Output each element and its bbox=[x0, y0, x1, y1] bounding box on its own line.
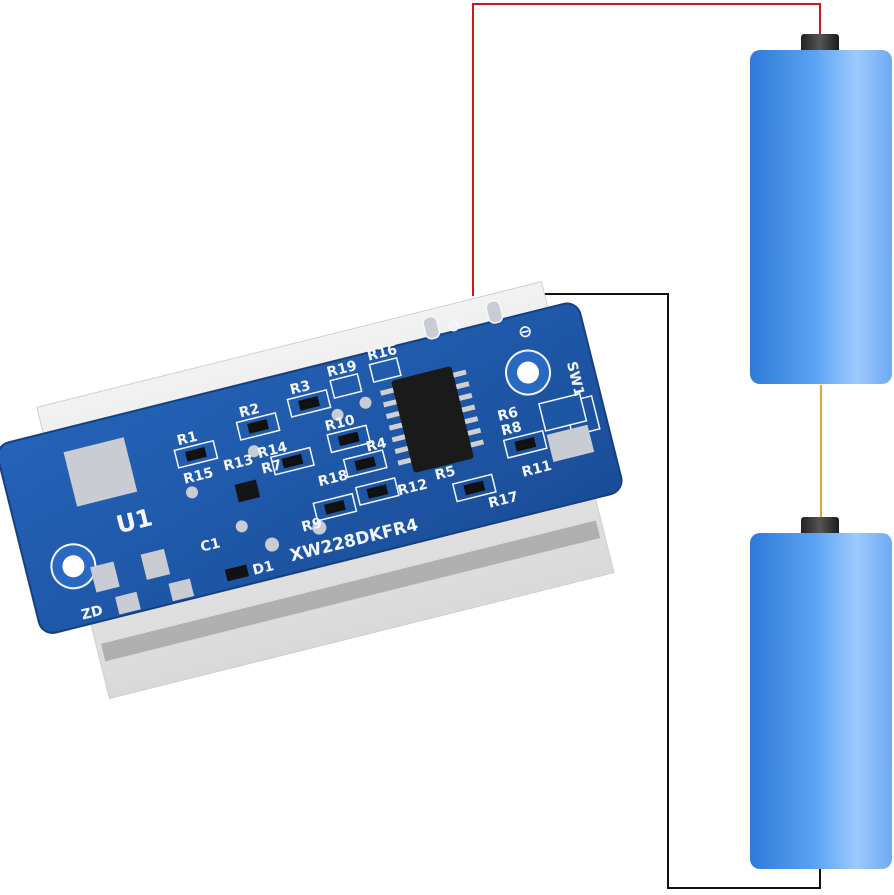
ref-r3: R3 bbox=[288, 378, 312, 398]
battery-bottom-cap bbox=[801, 517, 839, 537]
mark-r8: 201 bbox=[518, 442, 528, 450]
housing-shadow bbox=[100, 520, 601, 662]
zd-pad bbox=[115, 591, 141, 615]
switch-pad-bottom bbox=[546, 424, 595, 463]
zd-label: ZD bbox=[80, 603, 105, 624]
mark-r2: 201 bbox=[251, 424, 261, 432]
mark-r1: 201 bbox=[189, 452, 199, 460]
battery-top-body bbox=[750, 50, 892, 384]
ref-r14: R14 bbox=[256, 439, 289, 462]
positive-wire bbox=[472, 3, 821, 296]
ref-r6: R6 bbox=[496, 404, 520, 424]
mount-hole-right bbox=[505, 349, 552, 396]
ref-r2: R2 bbox=[237, 401, 261, 421]
diode-d1 bbox=[224, 564, 249, 582]
battery-top bbox=[750, 34, 892, 384]
ref-r19: R19 bbox=[325, 358, 358, 381]
terminal-positive-label: ⊕ bbox=[444, 315, 463, 338]
vias bbox=[186, 396, 372, 552]
mark-r7: 683 bbox=[285, 459, 295, 467]
terminal-negative-label: ⊖ bbox=[516, 321, 535, 344]
transistor bbox=[234, 479, 261, 503]
terminal-negative-pad bbox=[485, 300, 504, 324]
ref-r15: R15 bbox=[182, 465, 215, 488]
ref-r11: R11 bbox=[520, 458, 553, 481]
indicator-module: U1 ZD bbox=[0, 280, 623, 700]
mark-r9: 563 bbox=[370, 489, 380, 497]
terminal-positive-pad bbox=[422, 315, 441, 340]
ref-r17: R17 bbox=[487, 489, 520, 512]
ic-chip bbox=[380, 366, 485, 473]
ref-r10: R10 bbox=[323, 412, 356, 435]
mark-r3: 101 bbox=[302, 401, 312, 409]
ref-r7: R7 bbox=[260, 457, 284, 477]
mark-r18: 102 bbox=[328, 505, 338, 513]
wires bbox=[472, 3, 822, 889]
mark-r5: 102 bbox=[467, 486, 477, 494]
ref-d1: D1 bbox=[251, 558, 276, 579]
ref-r4: R4 bbox=[365, 435, 389, 456]
pad-a bbox=[90, 561, 120, 593]
switch-pad-top bbox=[538, 392, 588, 432]
pad-b bbox=[140, 548, 171, 580]
ref-c1: C1 bbox=[199, 535, 222, 555]
ref-r18: R18 bbox=[316, 467, 349, 490]
battery-bottom bbox=[750, 517, 892, 869]
battery-bottom-body bbox=[750, 533, 892, 869]
ref-r8: R8 bbox=[500, 419, 524, 439]
mark-r4: 102 bbox=[358, 461, 368, 469]
negative-wire bbox=[541, 293, 821, 889]
ref-r12: R12 bbox=[396, 476, 429, 499]
ref-r1: R1 bbox=[175, 429, 199, 449]
resistor-parts bbox=[185, 396, 537, 515]
mark-r10: 103 bbox=[341, 436, 351, 444]
u1-pad bbox=[63, 437, 138, 507]
ref-r9: R9 bbox=[300, 515, 324, 535]
ref-r5: R5 bbox=[433, 463, 457, 483]
ref-r13: R13 bbox=[222, 452, 255, 475]
led-pad bbox=[168, 578, 195, 602]
ref-r16: R16 bbox=[366, 342, 399, 365]
mount-hole-left bbox=[50, 543, 97, 590]
battery-top-cap bbox=[801, 34, 839, 54]
